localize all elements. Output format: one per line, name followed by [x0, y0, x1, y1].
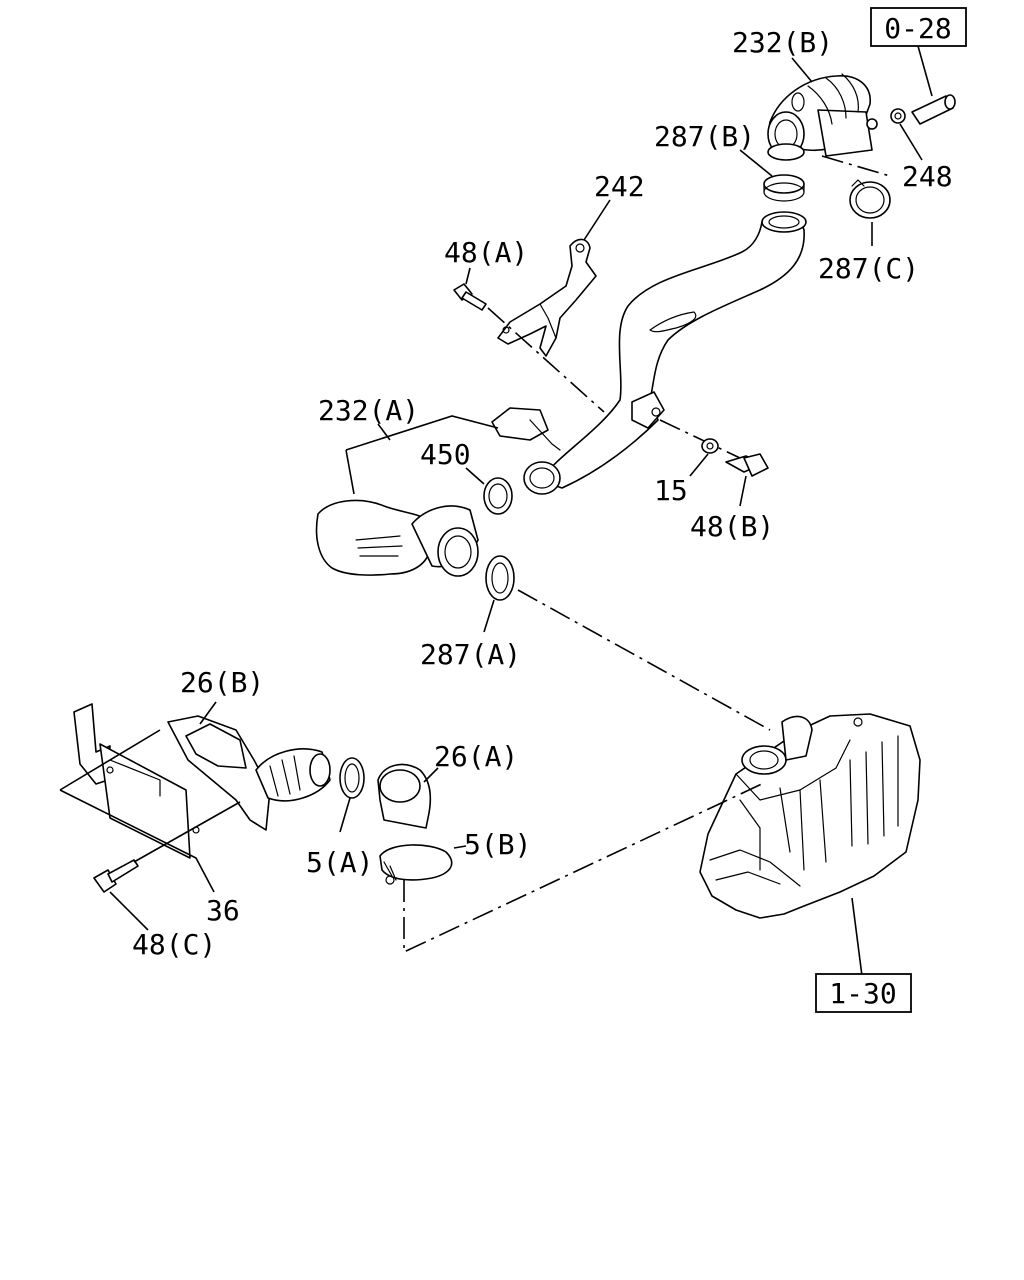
label-26b: 26(B): [180, 666, 264, 699]
link-48c: [133, 801, 241, 863]
long-duct-232a: [523, 211, 807, 495]
bracket-242: [497, 238, 597, 357]
label-287c: 287(C): [818, 252, 919, 285]
ref-0-28-label: 0-28: [884, 12, 951, 45]
bolt-48b: [725, 453, 769, 477]
leader-48a: [465, 267, 471, 285]
breather-hose: [911, 94, 956, 125]
label-450: 450: [420, 438, 471, 471]
label-287b: 287(B): [654, 120, 755, 153]
leader-232a: [345, 415, 499, 495]
leader-26a: [423, 767, 439, 783]
ref-1-30-label: 1-30: [829, 977, 896, 1010]
clamp-5a: [339, 757, 365, 799]
bolt-48c: [93, 859, 139, 893]
clamp-287c: [849, 179, 891, 219]
dash-48a: [487, 307, 605, 413]
label-36: 36: [206, 894, 240, 927]
clamp-450: [483, 477, 513, 515]
leader-242: [583, 199, 611, 241]
inlet-duct-26b: [167, 715, 331, 831]
leader-232b: [791, 57, 813, 83]
label-26a: 26(A): [434, 740, 518, 773]
leader-48c: [109, 891, 149, 931]
clamp-287b: [763, 143, 805, 202]
label-5b: 5(B): [464, 828, 531, 861]
leader-0-28: [917, 45, 933, 97]
ref-box-0-28[interactable]: 0-28: [870, 7, 967, 47]
label-248: 248: [902, 160, 953, 193]
elbow-26a: [377, 763, 432, 829]
ref-box-1-30[interactable]: 1-30: [815, 973, 912, 1013]
dash-287c: [821, 155, 891, 177]
leader-450: [465, 467, 485, 485]
label-48a: 48(A): [444, 236, 528, 269]
dash-5b-to-aircleaner: [403, 781, 767, 954]
label-48c: 48(C): [132, 928, 216, 961]
clamp-287a: [485, 555, 515, 601]
clip-248: [890, 108, 906, 124]
air-cleaner-assembly: [699, 713, 921, 919]
label-242: 242: [594, 170, 645, 203]
label-15: 15: [654, 474, 688, 507]
leader-5a: [339, 797, 351, 833]
label-287a: 287(A): [420, 638, 521, 671]
bracket-36: [73, 703, 200, 859]
label-5a: 5(A): [306, 846, 373, 879]
leader-36: [59, 729, 215, 893]
leader-248: [899, 123, 923, 161]
label-232a: 232(A): [318, 394, 419, 427]
leader-15: [689, 453, 709, 477]
leader-1-30: [851, 897, 863, 977]
clamp-5b: [379, 844, 453, 885]
dash-287a-to-aircleaner: [517, 589, 771, 731]
resonator-232a: [315, 407, 561, 577]
leader-48b: [739, 475, 747, 507]
washer-15: [701, 438, 719, 454]
leader-26b: [199, 701, 217, 725]
label-48b: 48(B): [690, 510, 774, 543]
leader-287a: [483, 599, 495, 633]
label-232b: 232(B): [732, 26, 833, 59]
dash-48b: [659, 419, 741, 459]
leader-5b: [453, 845, 467, 849]
leader-287b: [739, 149, 773, 177]
bolt-48a: [453, 283, 487, 311]
